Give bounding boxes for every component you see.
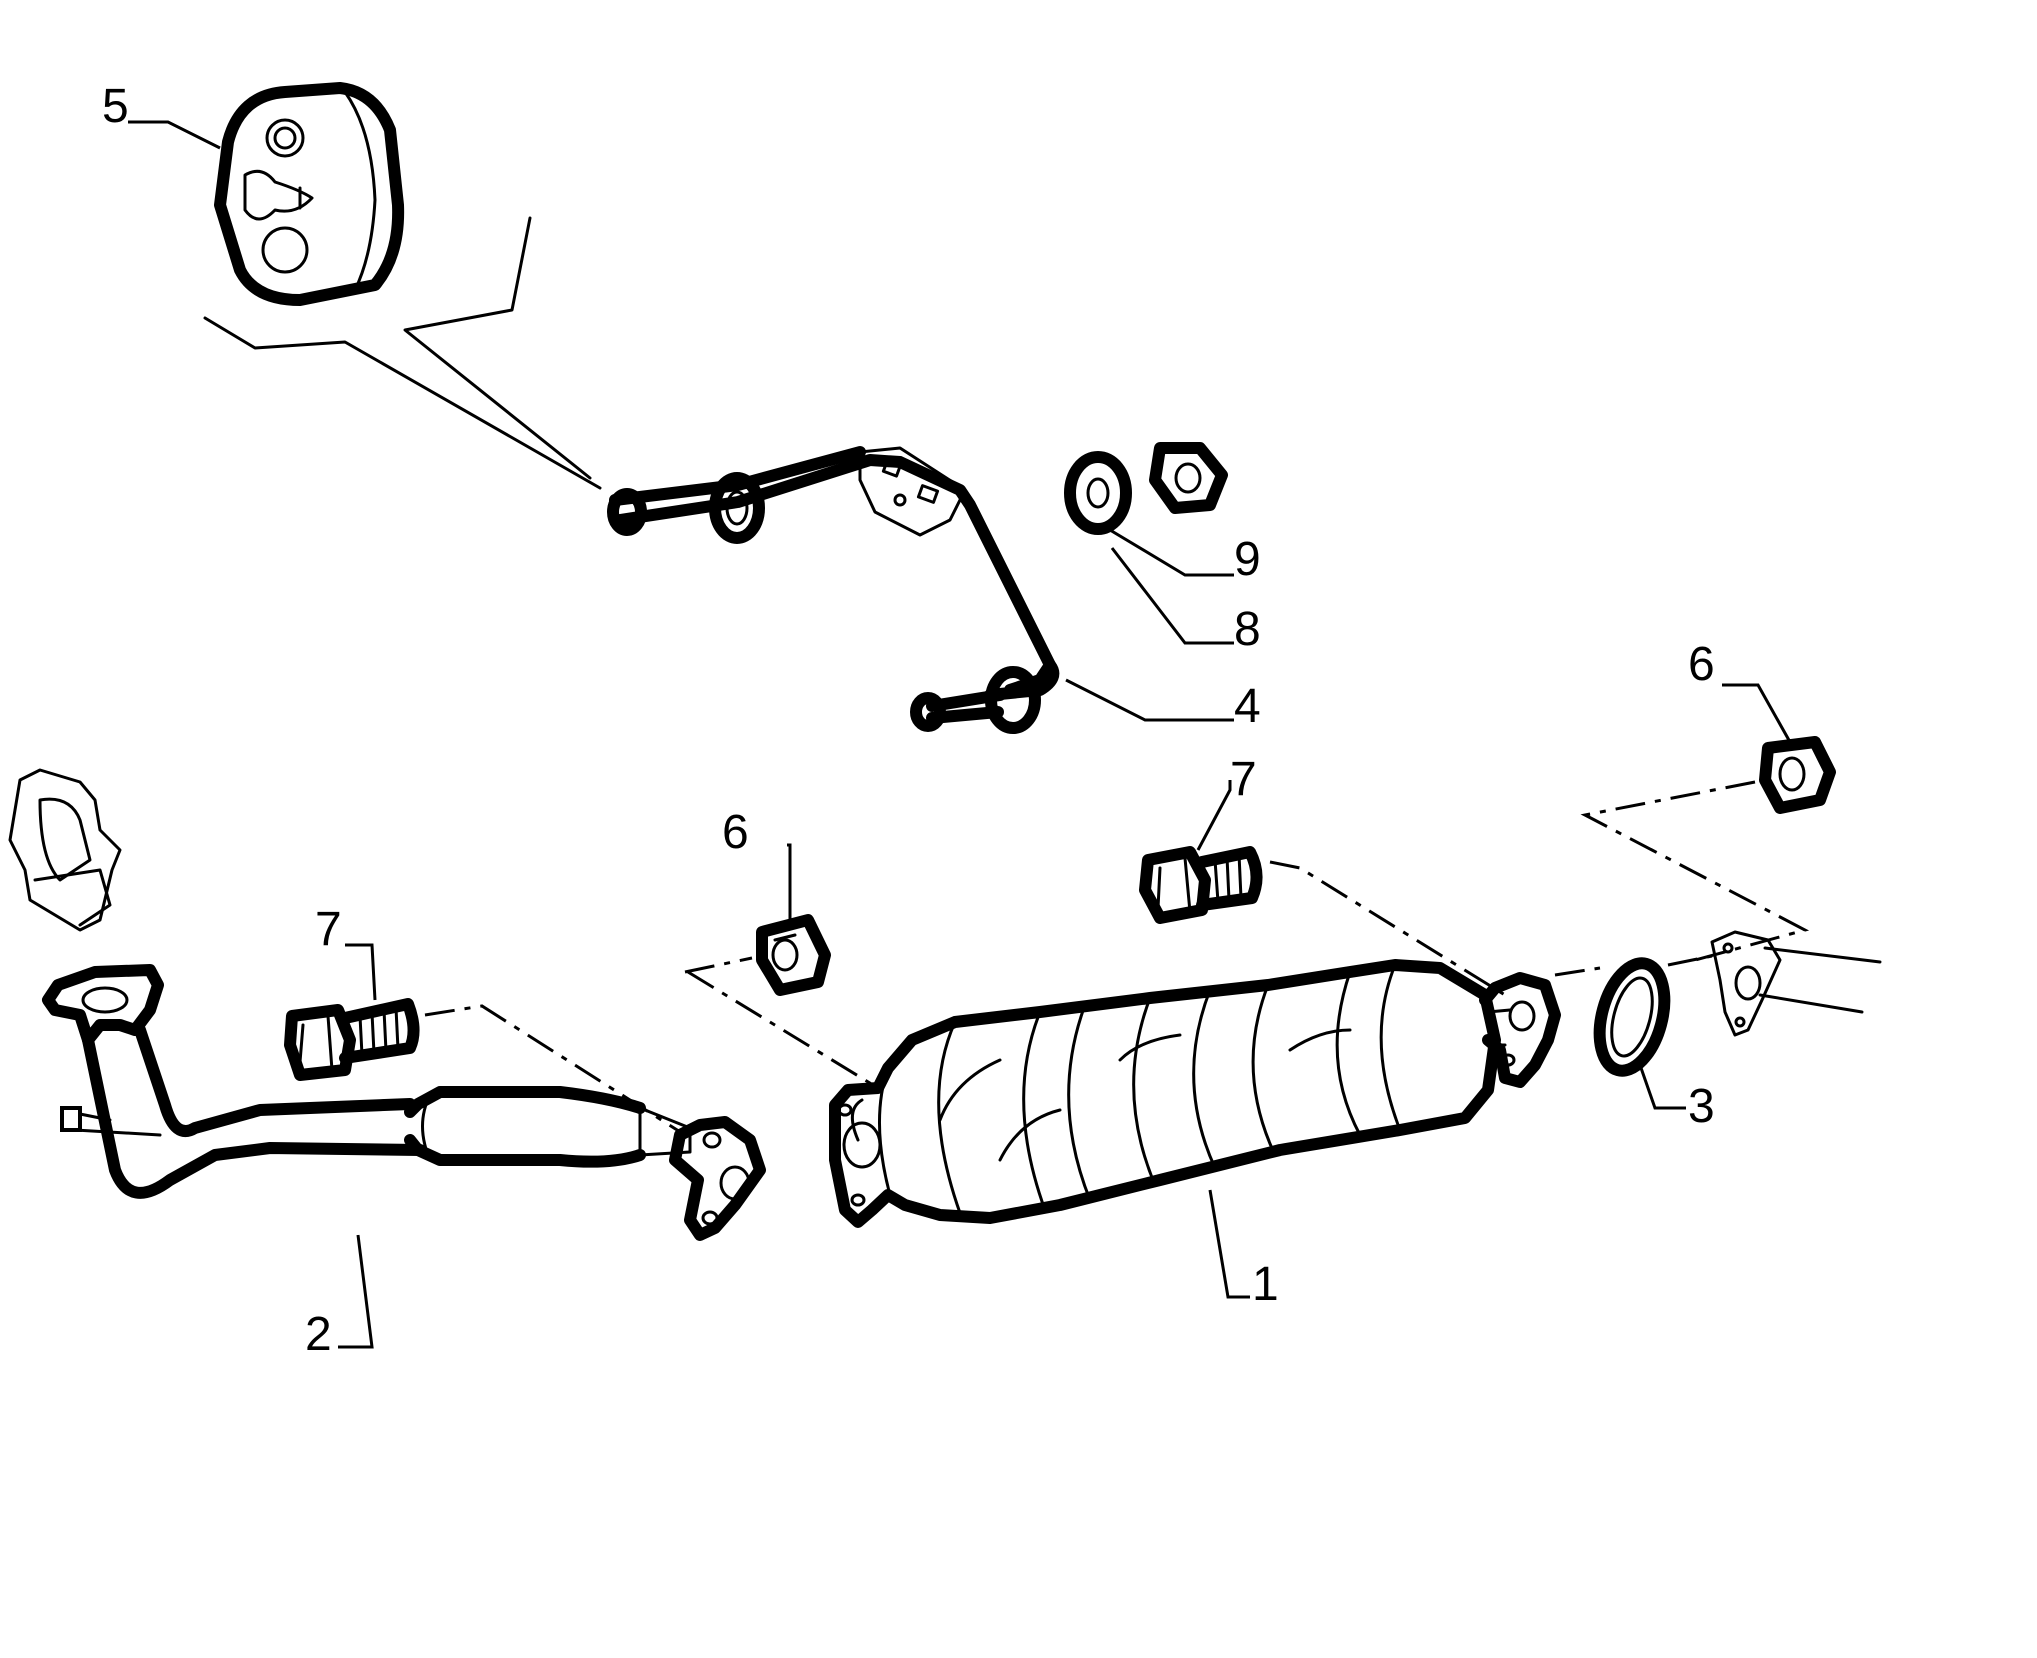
callout-8: 8 — [1234, 603, 1261, 656]
nut-part-9[interactable] — [1149, 442, 1228, 514]
nut-part-6-right[interactable] — [1759, 736, 1836, 814]
callout-5: 5 — [102, 80, 129, 133]
downstream-flange — [1710, 930, 1882, 1037]
callout-6-center: 6 — [722, 806, 749, 859]
callout-3: 3 — [1688, 1080, 1715, 1133]
bolt-part-7-right[interactable] — [1139, 846, 1263, 924]
callout-9: 9 — [1234, 533, 1261, 586]
catalytic-converter-part[interactable] — [829, 959, 1561, 1228]
washer-part[interactable] — [1064, 451, 1132, 535]
nut-part-6-center[interactable] — [756, 914, 831, 996]
callout-1: 1 — [1252, 1258, 1279, 1311]
rubber-hanger-part[interactable] — [214, 82, 405, 306]
callout-6-right: 6 — [1688, 638, 1715, 691]
manifold-outlet — [8, 768, 122, 932]
callout-7-right: 7 — [1230, 753, 1257, 806]
callout-2: 2 — [305, 1308, 332, 1361]
callout-4: 4 — [1234, 680, 1261, 733]
bolt-part-7-left[interactable] — [284, 998, 420, 1081]
gasket-ring-part[interactable] — [1589, 956, 1675, 1078]
callout-7-left: 7 — [315, 903, 342, 956]
hanger-bracket-part[interactable] — [607, 446, 1060, 734]
front-pipe-part[interactable] — [42, 964, 766, 1241]
